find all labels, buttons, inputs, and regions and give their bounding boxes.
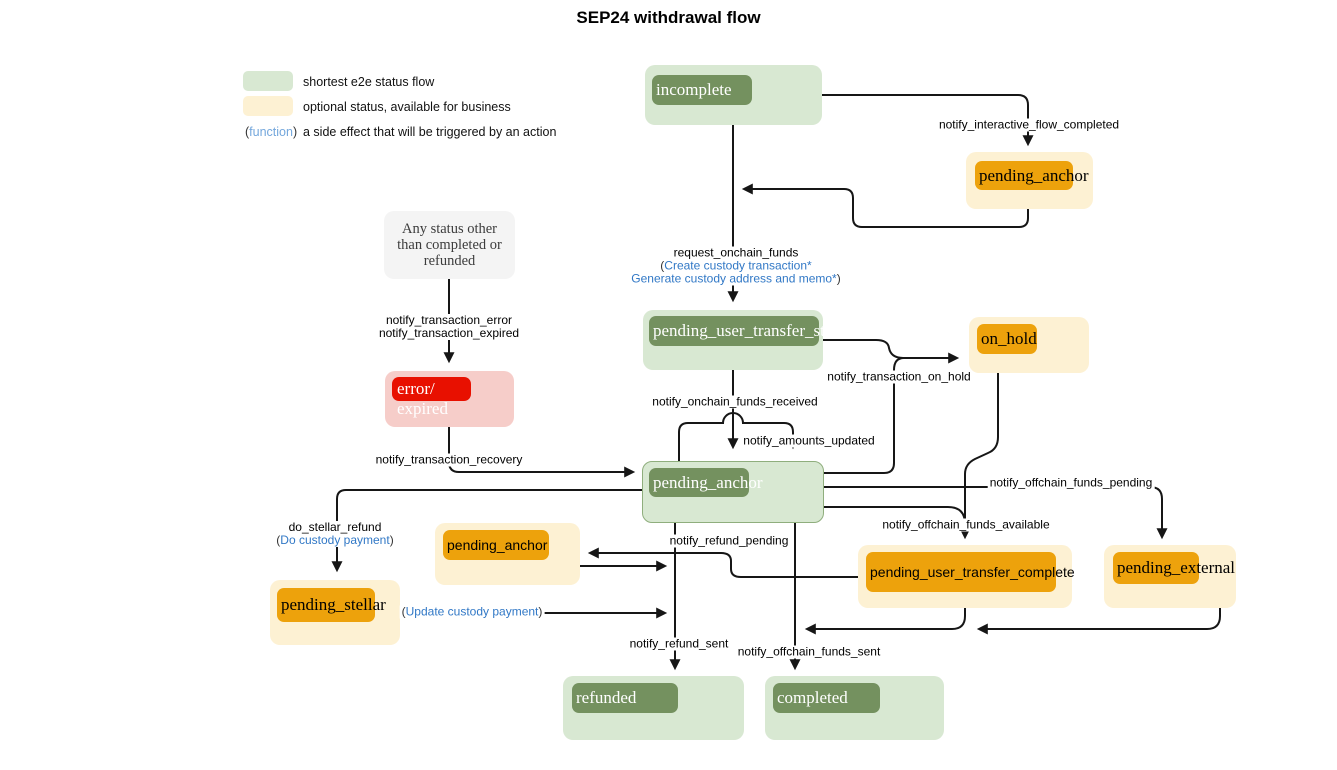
node-error-expired-label: error/ expired <box>392 377 471 418</box>
edge-label-notify-amounts-updated: notify_amounts_updated <box>741 433 877 448</box>
legend-function-token: (function) <box>245 125 297 139</box>
edge-putc-to-completed <box>804 608 966 635</box>
node-pending-external: pending_external <box>1104 545 1236 608</box>
edge-label-generate-custody-fn: Generate custody address and memo*) <box>631 271 841 286</box>
legend-function-word: function <box>249 125 293 139</box>
edge-on-hold-to-putc <box>959 373 999 540</box>
edge-puts-to-on-hold <box>823 339 960 364</box>
create-fn1: Create custody transaction* <box>664 258 812 273</box>
node-error-line1: error/ <box>397 379 435 398</box>
node-error-expired: error/ expired <box>385 371 514 427</box>
paren-open: ( <box>276 533 281 547</box>
edge-label-notify-offchain-funds-sent: notify_offchain_funds_sent <box>735 644 883 659</box>
paren-close: ) <box>836 271 841 286</box>
node-any-status: Any status other than completed or refun… <box>384 211 515 279</box>
edge-label-notify-transaction-error: notify_transaction_error notify_transact… <box>376 313 522 340</box>
node-pending-user-transfer-start: pending_user_transfer_start <box>643 310 843 370</box>
legend-function-label: a side effect that will be triggered by … <box>303 125 557 139</box>
node-pending-anchor-left-label: pending_anchor <box>443 530 549 560</box>
edge-pending-anchor-to-on-hold <box>822 357 905 474</box>
update-custody-payment-text: Update custody payment <box>405 604 539 619</box>
edge-label-notify-transaction-recovery: notify_transaction_recovery <box>373 452 525 467</box>
node-completed: completed <box>765 676 944 740</box>
do-custody-payment-text: Do custody payment <box>280 533 390 547</box>
edge-label-notify-offchain-funds-pending: notify_offchain_funds_pending <box>987 475 1155 490</box>
node-pending-external-label: pending_external <box>1113 552 1235 584</box>
legend-swatch-optional <box>243 96 293 116</box>
node-pending-user-transfer-start-label: pending_user_transfer_start <box>649 316 843 346</box>
edge-label-do-custody-payment: (Do custody payment) <box>276 534 393 547</box>
node-on-hold-label: on_hold <box>977 324 1037 354</box>
edge-pending-external-to-completed <box>976 608 1221 635</box>
legend-e2e-label: shortest e2e status flow <box>303 75 435 89</box>
node-pending-anchor-left: pending_anchor <box>435 523 580 585</box>
edge-putc-to-pending-anchor-left <box>587 547 858 578</box>
edge-pending-anchor-top-return <box>741 183 1029 228</box>
node-pending-user-transfer-complete: pending_user_transfer_complete <box>858 545 1075 608</box>
node-completed-label: completed <box>773 683 880 713</box>
edge-label-notify-transaction-on-hold: notify_transaction_on_hold <box>825 369 973 384</box>
edge-label-notify-refund-sent: notify_refund_sent <box>627 636 731 651</box>
edge-label-update-custody-payment: (Update custody payment) <box>399 604 545 619</box>
node-pending-user-transfer-complete-label: pending_user_transfer_complete <box>866 552 1075 592</box>
legend-function-open-paren: ( <box>245 125 250 139</box>
edge-label-notify-refund-pending: notify_refund_pending <box>667 533 791 548</box>
node-error-line2: expired <box>397 399 448 418</box>
paren-close: ) <box>389 533 394 547</box>
edge-label-create-custody-fn: (Create custody transaction* <box>631 258 840 273</box>
node-incomplete: incomplete <box>645 65 822 125</box>
edge-pending-anchor-to-pending-stellar <box>331 489 642 573</box>
node-pending-anchor-center: pending_anchor <box>642 461 824 523</box>
edge-label-error-line: notify_transaction_error <box>385 313 513 327</box>
node-pending-anchor-center-label: pending_anchor <box>649 468 763 497</box>
diagram-title: SEP24 withdrawal flow <box>576 8 761 27</box>
edge-amounts-updated-loop <box>678 412 799 461</box>
node-pending-stellar-label: pending_stellar <box>277 588 386 622</box>
node-incomplete-label: incomplete <box>652 75 752 105</box>
edge-incomplete-to-pending-anchor-top <box>822 94 1034 147</box>
legend-optional-label: optional status, available for business <box>303 100 511 114</box>
node-on-hold: on_hold <box>969 317 1089 373</box>
node-pending-anchor-top-label: pending_anchor <box>975 161 1089 190</box>
paren-open: ( <box>660 258 665 273</box>
node-pending-stellar: pending_stellar <box>270 580 400 645</box>
edge-label-request-onchain-funds: request_onchain_funds (Create custody tr… <box>629 245 843 286</box>
legend-swatch-e2e <box>243 71 293 91</box>
legend-function-close-paren: ) <box>292 125 298 139</box>
edge-label-notify-interactive-flow-completed: notify_interactive_flow_completed <box>936 117 1122 132</box>
create-fn2: Generate custody address and memo* <box>631 271 837 286</box>
node-refunded: refunded <box>563 676 744 740</box>
edge-label-notify-offchain-funds-available: notify_offchain_funds_available <box>880 517 1052 532</box>
node-refunded-label: refunded <box>572 683 678 713</box>
edge-label-request-onchain-funds-text: request_onchain_funds <box>673 245 799 260</box>
edge-label-expired-line: notify_transaction_expired <box>378 326 520 340</box>
node-pending-anchor-top: pending_anchor <box>966 152 1093 209</box>
edge-label-do-stellar-refund: do_stellar_refund (Do custody payment) <box>274 520 396 547</box>
paren-close: ) <box>538 604 543 619</box>
paren-open: ( <box>401 604 406 619</box>
edge-label-notify-onchain-funds-received: notify_onchain_funds_received <box>650 394 820 409</box>
edge-label-do-stellar-refund-text: do_stellar_refund <box>288 520 382 534</box>
